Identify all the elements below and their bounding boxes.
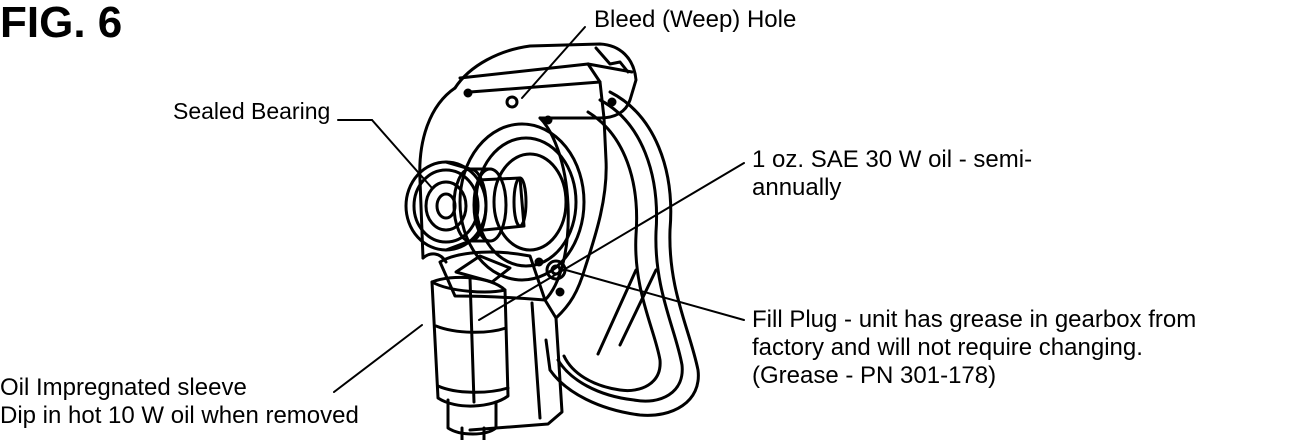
leader-oil bbox=[478, 162, 745, 321]
fill-plug-line-3: (Grease - PN 301-178) bbox=[752, 362, 997, 389]
sleeve-line-1: Oil Impregnated sleeve bbox=[0, 374, 247, 401]
leader-sealed-bearing-2 bbox=[371, 119, 433, 189]
leader-lines bbox=[333, 26, 745, 393]
fill-plug-line-2: factory and will not require changing. bbox=[752, 334, 1143, 361]
figure-title: FIG. 6 bbox=[0, 0, 123, 47]
leader-sleeve bbox=[333, 324, 423, 393]
fill-plug-line-1: Fill Plug - unit has grease in gearbox f… bbox=[752, 306, 1197, 333]
sleeve-callout: Oil Impregnated sleeve Dip in hot 10 W o… bbox=[0, 374, 359, 430]
belt-housing bbox=[544, 90, 700, 417]
sealed-bearing-label: Sealed Bearing bbox=[173, 98, 331, 124]
oil-callout-line-1: 1 oz. SAE 30 W oil - semi- bbox=[752, 146, 1033, 173]
sleeve bbox=[430, 275, 510, 440]
bleed-hole-label: Bleed (Weep) Hole bbox=[594, 6, 797, 33]
oil-callout-line-2: annually bbox=[752, 174, 842, 201]
leader-fill-plug bbox=[565, 269, 745, 321]
oil-callout: 1 oz. SAE 30 W oil - semi- annually bbox=[752, 146, 1032, 202]
bearing-assembly bbox=[404, 122, 586, 282]
fill-plug-callout: Fill Plug - unit has grease in gearbox f… bbox=[752, 306, 1196, 390]
sleeve-line-2: Dip in hot 10 W oil when removed bbox=[0, 402, 359, 429]
